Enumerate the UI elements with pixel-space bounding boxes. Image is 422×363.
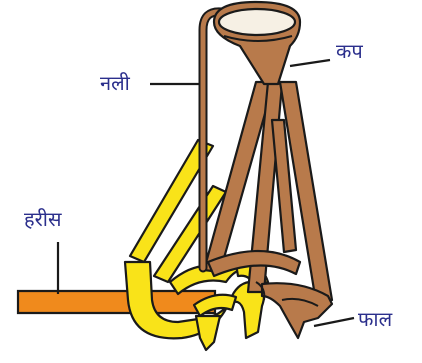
share-label-group: फाल xyxy=(313,307,393,331)
share-pointer-line xyxy=(313,316,355,328)
beam xyxy=(16,289,217,315)
cup xyxy=(212,0,302,86)
share-label: फाल xyxy=(358,307,393,331)
cup-pointer-line xyxy=(289,58,331,68)
cup-label: कप xyxy=(336,39,363,63)
beam-label-group: हरीस xyxy=(24,207,62,294)
beam-label: हरीस xyxy=(24,207,62,231)
tube-label-group: नली xyxy=(100,71,200,95)
cup-label-group: कप xyxy=(289,39,363,68)
tube-label: नली xyxy=(100,71,131,95)
